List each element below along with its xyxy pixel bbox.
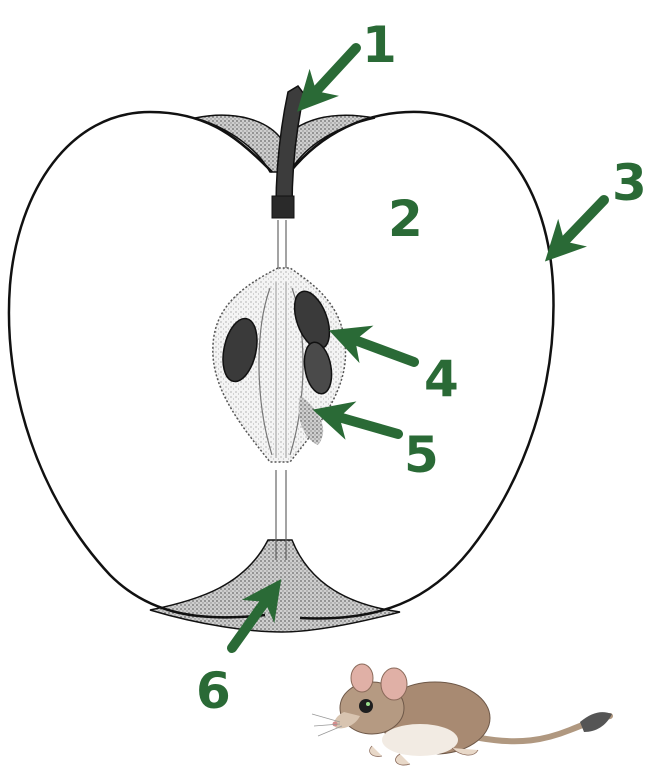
mouse-ear-left xyxy=(351,664,373,692)
mouse-eye xyxy=(359,699,373,713)
apple-cross-section-icon xyxy=(9,86,554,632)
arrow-1 xyxy=(308,48,356,100)
label-3: 3 xyxy=(612,154,646,212)
mouse-icon xyxy=(312,664,612,765)
calyx-cavity xyxy=(150,540,400,632)
label-2: 2 xyxy=(388,190,423,248)
arrow-5 xyxy=(328,414,398,434)
label-4: 4 xyxy=(424,350,459,408)
label-5: 5 xyxy=(404,426,439,484)
label-6: 6 xyxy=(196,662,231,720)
mouse-ear-right xyxy=(381,668,407,700)
arrow-4 xyxy=(344,336,414,362)
arrow-3 xyxy=(556,200,604,250)
label-1: 1 xyxy=(362,16,397,74)
